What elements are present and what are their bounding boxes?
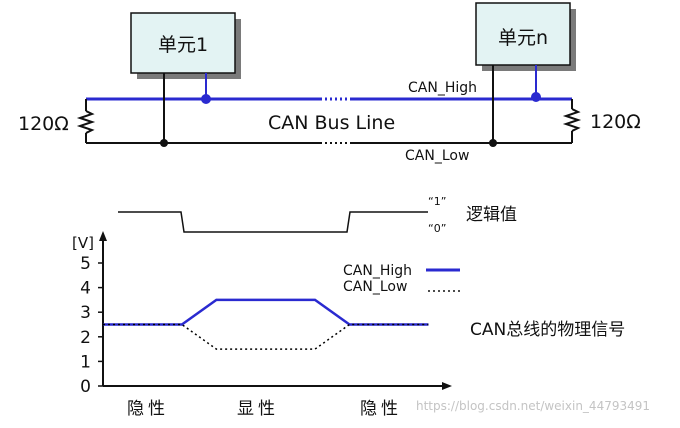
bus-line-label: CAN Bus Line [268, 112, 395, 134]
x-axis-arrow [442, 382, 452, 390]
unitn-low-junction [489, 139, 497, 147]
logic-title: 逻辑值 [466, 205, 517, 225]
unit1-high-junction [201, 94, 211, 104]
unitn-label: 单元n [498, 27, 548, 49]
legend-low-label: CAN_Low [343, 279, 407, 295]
can-low-label: CAN_Low [405, 148, 469, 164]
resistor-right-label: 120Ω [590, 111, 641, 133]
y-ticks: 0 1 2 3 4 5 [80, 254, 103, 397]
logic-zero-label: “0” [428, 222, 446, 235]
series-can-high [103, 298, 429, 326]
unitn-high-junction [531, 92, 541, 102]
resistor-left-label: 120Ω [18, 113, 69, 135]
y-tick-label: 1 [80, 352, 91, 372]
legend-high-label: CAN_High [343, 263, 412, 279]
y-tick-label: 4 [80, 279, 91, 299]
y-tick-label: 2 [80, 328, 91, 348]
can-high-label: CAN_High [408, 80, 477, 96]
y-axis-label: [V] [72, 234, 94, 252]
y-tick-label: 5 [80, 254, 91, 274]
unit1-box [130, 12, 236, 74]
resistor-left-zigzag [76, 110, 96, 134]
phase-label: 显性 [237, 399, 279, 419]
phase-label: 隐性 [360, 399, 402, 419]
watermark: https://blog.csdn.net/weixin_44793491 [416, 399, 650, 413]
logic-level: “1” “0” 逻辑值 [118, 195, 517, 235]
y-tick-label: 3 [80, 303, 91, 323]
signal-chart-title: CAN总线的物理信号 [470, 320, 625, 340]
signal-chart: [V] 0 1 2 3 4 5 隐性 显性 隐性 CAN_High CAN_Low CAN总线… [72, 231, 625, 419]
logic-waveform [118, 211, 428, 233]
y-tick-label: 0 [80, 377, 91, 397]
logic-one-label: “1” [428, 195, 446, 208]
y-axis-arrow [99, 231, 107, 241]
unit1-label: 单元1 [158, 34, 208, 56]
resistor-right-zigzag [562, 108, 582, 132]
phase-label: 隐性 [127, 399, 169, 419]
unit1-low-junction [160, 139, 168, 147]
series-can-low [103, 323, 429, 350]
unitn-box [475, 2, 571, 66]
bus-topology: 单元1 单元n 120Ω 120Ω CAN Bus Line [18, 2, 641, 164]
phase-labels: 隐性 显性 隐性 [127, 399, 402, 419]
chart-series [103, 298, 429, 350]
